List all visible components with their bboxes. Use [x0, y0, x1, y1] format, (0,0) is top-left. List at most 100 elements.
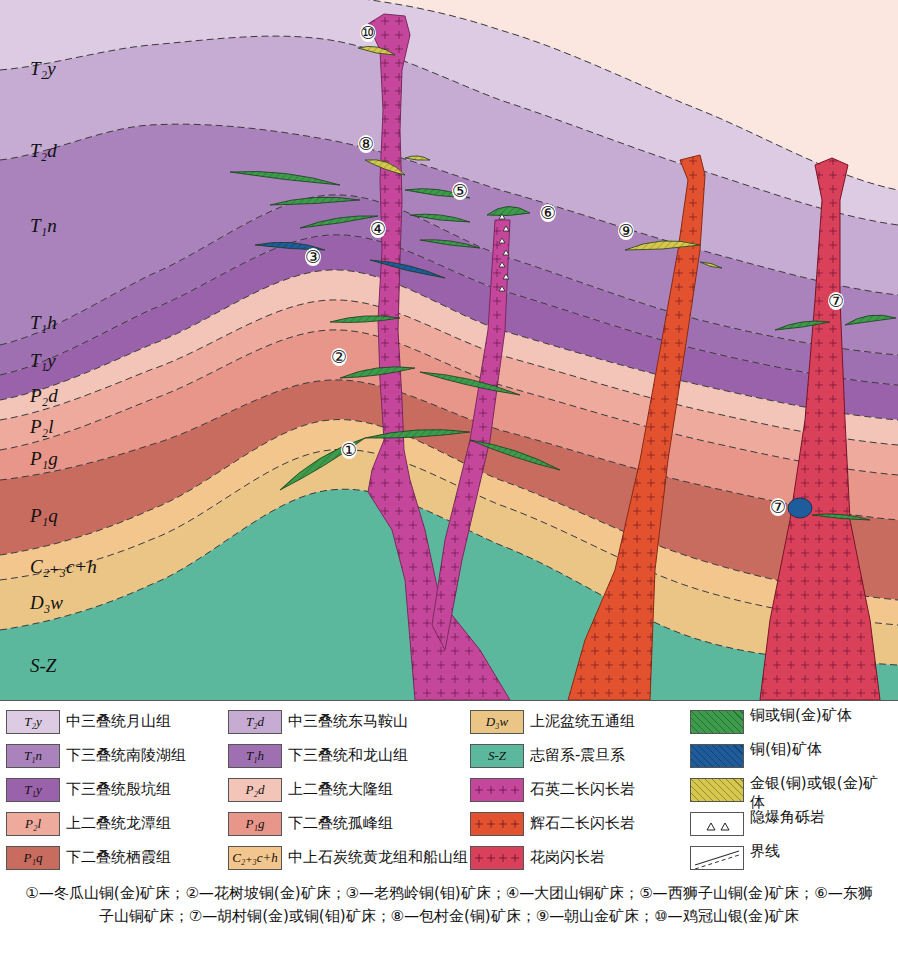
legend-swatch: C₂₊₃c+h: [228, 846, 282, 870]
legend-text: 下三叠统和龙山组: [288, 746, 408, 765]
legend-text: 中三叠统月山组: [66, 712, 171, 731]
breccia-symbol: [691, 813, 743, 835]
ore-body: [410, 214, 470, 222]
legend-swatch: T₂d: [228, 710, 282, 734]
legend-text: 石英二长闪长岩: [530, 780, 635, 799]
legend-symbol: [690, 812, 744, 836]
formation-code: T₁n: [30, 215, 57, 237]
ore-body: [625, 241, 700, 250]
legend-text: 中上石炭统黄龙组和船山组: [288, 848, 468, 867]
formation-code: T₂d: [30, 140, 57, 162]
ore-body: [340, 367, 415, 378]
legend-swatch: P₁q: [6, 846, 60, 870]
ore-hatch: [625, 241, 700, 250]
ore-hatch: [487, 206, 530, 215]
legend-code: T₁y: [24, 782, 42, 798]
boundary-line: [0, 270, 898, 420]
legend-code: P₂d: [246, 782, 265, 798]
legend-swatch: T₁y: [6, 778, 60, 802]
formation-code: T₁h: [30, 312, 57, 334]
ore-body: [300, 216, 378, 228]
breccia-symbol: [503, 250, 509, 255]
legend-text: 上泥盆统五通组: [530, 712, 635, 731]
boundary-line: [0, 235, 898, 385]
boundary-line: [0, 36, 898, 225]
legend-swatch: P₂d: [228, 778, 282, 802]
callout-number: ⑩: [360, 24, 376, 42]
formation-code: S-Z: [30, 655, 56, 677]
formation-code: P₂d: [30, 385, 58, 407]
ore-hatch: [365, 160, 405, 175]
ore-body: [487, 206, 530, 215]
legend-swatch: [470, 778, 524, 802]
ore-body: [845, 315, 896, 325]
legend-swatch: T₁n: [6, 744, 60, 768]
legend-code: P₂l: [25, 816, 41, 832]
ore-hatch: [358, 46, 395, 55]
ore-hatch: [812, 514, 870, 520]
legend-swatch: T₂y: [6, 710, 60, 734]
legend-swatch: [690, 710, 744, 734]
legend-swatch: S-Z: [470, 744, 524, 768]
formation-code: P₁q: [30, 505, 58, 527]
formation-code: D₃w: [30, 592, 63, 614]
ore-hatch: [370, 260, 445, 278]
ore-hatch: [300, 216, 378, 228]
legend-text: 铜(钼)矿体: [750, 740, 890, 759]
legend-swatch: [690, 778, 744, 802]
legend-divider: [0, 700, 898, 701]
intrusion-texture: [471, 779, 523, 801]
callout-number: ⑧: [358, 135, 374, 153]
ore-body: [405, 156, 430, 160]
legend-swatch: T₁h: [228, 744, 282, 768]
ore-hatch: [270, 197, 360, 205]
ore-hatch: [340, 367, 415, 378]
legend-swatch: [470, 846, 524, 870]
legend-text: 隐爆角砾岩: [750, 808, 890, 827]
cross-section: [0, 0, 898, 700]
legend-text: 金银(铜)或银(金)矿体: [750, 774, 890, 812]
legend-text: 下三叠统南陵湖组: [66, 746, 186, 765]
legend-text: 辉石二长闪长岩: [530, 814, 635, 833]
ore-hatch: [230, 171, 340, 185]
legend-text: 下二叠统孤峰组: [288, 814, 393, 833]
ore-body: [365, 160, 405, 175]
ore-body: [280, 438, 365, 490]
legend-swatch: D₃w: [470, 710, 524, 734]
ore-body: [775, 321, 830, 330]
callout-number: ⑨: [618, 222, 634, 240]
ore-body: [358, 46, 395, 55]
caption: ①—冬瓜山铜(金)矿床；②—花树坡铜(金)矿床；③—老鸦岭铜(钼)矿床；④—大团…: [20, 882, 878, 927]
boundary-line: [0, 300, 898, 445]
ore-hatch: [405, 156, 430, 160]
boundary-line: [0, 380, 898, 520]
breccia-symbol: [499, 262, 505, 267]
legend-code: C₂₊₃c+h: [232, 850, 278, 866]
callout-number: ⑦: [770, 498, 786, 516]
ore-hatch: [470, 440, 560, 470]
legend-code: P₁g: [246, 816, 265, 832]
callout-number: ⑥: [540, 204, 556, 222]
breccia-symbol: [503, 226, 509, 231]
formation-code: T₁y: [30, 350, 56, 372]
legend-text: 志留系-震旦系: [530, 746, 625, 765]
legend-text: 界线: [750, 842, 890, 861]
ore-body: [230, 171, 340, 185]
legend-text: 中三叠统东马鞍山: [288, 712, 408, 731]
ore-hatch: [280, 438, 365, 490]
ore-hatch: [700, 262, 722, 268]
callout-number: ①: [341, 441, 357, 459]
formation-code: P₁g: [30, 448, 58, 470]
legend-text: 铜或铜(金)矿体: [750, 706, 890, 725]
legend-code: S-Z: [488, 748, 506, 764]
breccia-symbol: [503, 274, 509, 279]
breccia-symbol: [499, 214, 505, 219]
ore-hatch: [775, 321, 830, 330]
legend-code: T₁h: [246, 748, 264, 764]
legend-swatch: P₂l: [6, 812, 60, 836]
ore-body: [330, 316, 400, 323]
legend-symbol: [690, 846, 744, 870]
ore-body: [370, 260, 445, 278]
ore-body: [270, 197, 360, 205]
